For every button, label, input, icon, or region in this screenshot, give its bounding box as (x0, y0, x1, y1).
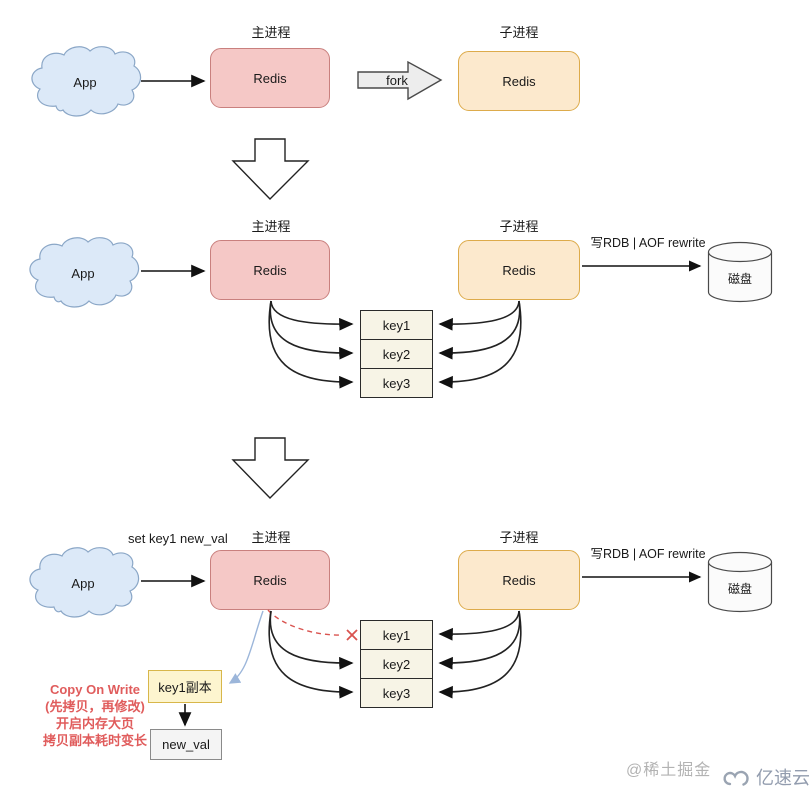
key3-cell-mid: key3 (360, 368, 433, 398)
write-label-mid: 写RDB | AOF rewrite (590, 236, 706, 250)
curve-main-key3-bottom (268, 610, 354, 699)
copy-arrow-blue (228, 610, 264, 684)
child-redis-box-1: Redis (458, 51, 580, 111)
set-command-label: set key1 new_val (128, 531, 228, 546)
main-process-label-2: 主进程 (251, 219, 291, 234)
curve-child-key3-bottom (438, 610, 522, 699)
new-val-box: new_val (150, 729, 222, 760)
key1-cell-bottom: key1 (360, 620, 433, 650)
app-label-1: App (73, 75, 97, 90)
curve-child-key1-mid (438, 300, 520, 331)
key1-copy-box: key1副本 (148, 670, 222, 703)
curve-main-key2-bottom (269, 610, 354, 670)
cow-note-line-3: 开启内存大页 (55, 716, 134, 731)
curve-main-key2-mid (269, 300, 354, 360)
app-label-2: App (71, 266, 95, 281)
cow-note-line-2: (先拷贝，再修改) (45, 699, 145, 714)
broken-link-x (346, 629, 358, 641)
brand-watermark: 亿速云 (720, 764, 810, 790)
child-redis-box-2: Redis (458, 240, 580, 300)
cloud-logo-icon (723, 770, 749, 786)
cow-note-line-4: 拷贝副本耗时变长 (42, 733, 147, 748)
cow-note-line-1: Copy On Write (49, 682, 141, 697)
key3-cell-bottom: key3 (360, 678, 433, 708)
child-process-label-1: 子进程 (499, 25, 539, 40)
child-process-label-2: 子进程 (499, 219, 539, 234)
app-label-3: App (71, 576, 95, 591)
main-redis-box-1: Redis (210, 48, 330, 108)
write-label-bottom: 写RDB | AOF rewrite (590, 547, 706, 561)
main-redis-box-2: Redis (210, 240, 330, 300)
main-redis-box-3: Redis (210, 550, 330, 610)
curve-main-key3-mid (268, 300, 354, 389)
fork-label: fork (386, 73, 408, 88)
child-process-label-3: 子进程 (499, 530, 539, 545)
broken-link-dashed (267, 609, 343, 636)
brand-name: 亿速云 (756, 768, 810, 788)
key2-cell-bottom: key2 (360, 649, 433, 679)
curve-child-key2-bottom (438, 610, 521, 670)
key1-cell-mid: key1 (360, 310, 433, 340)
disk-label-mid: 磁盘 (727, 272, 752, 286)
curve-child-key3-mid (438, 300, 522, 389)
main-process-label-3: 主进程 (251, 530, 291, 545)
child-redis-box-3: Redis (458, 550, 580, 610)
key2-cell-mid: key2 (360, 339, 433, 369)
copy-on-write-note: Copy On Write (先拷贝，再修改) 开启内存大页 拷贝副本耗时变长 (30, 681, 160, 749)
curve-child-key2-mid (438, 300, 521, 360)
down-arrow-2 (231, 437, 310, 499)
disk-label-bottom: 磁盘 (727, 582, 752, 596)
main-process-label-1: 主进程 (251, 25, 291, 40)
curve-main-key1-mid (270, 300, 354, 331)
curve-child-key1-bottom (438, 610, 520, 641)
down-arrow-1 (231, 138, 310, 200)
watermark-handle: @稀土掘金 (626, 762, 712, 779)
